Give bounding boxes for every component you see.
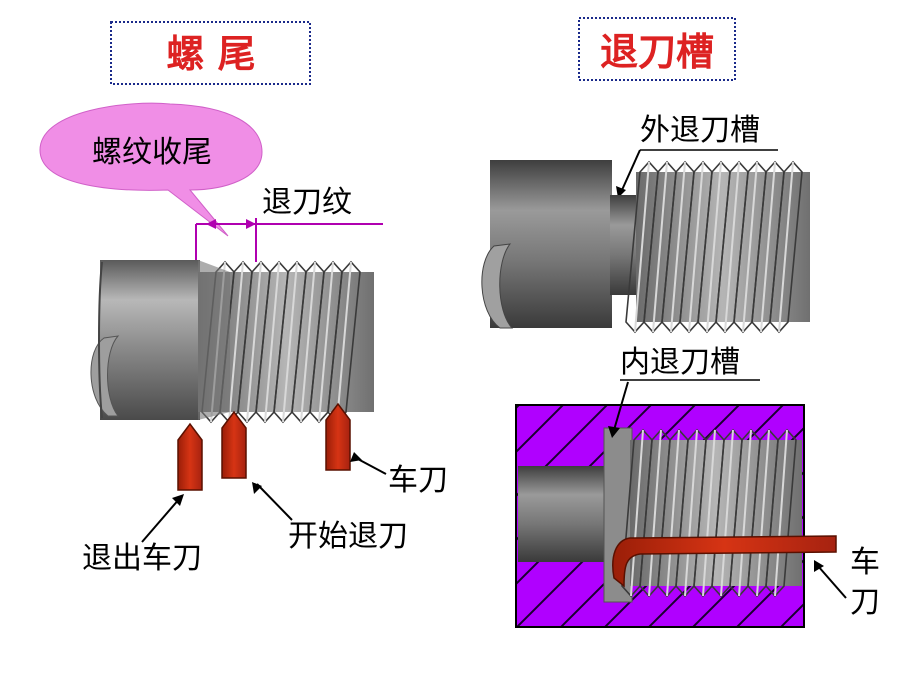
title-box-right: 退刀槽	[578, 17, 736, 81]
left-thread-crest-highlight	[300, 261, 316, 423]
outer-thread-crest-highlight	[688, 161, 704, 333]
outer-thread-crest-highlight	[652, 161, 668, 333]
outer-thread-crest-highlight	[670, 161, 686, 333]
left-thread-crest-highlight	[264, 261, 280, 423]
outer-thread-crest-highlight	[760, 161, 776, 333]
tool-exit	[177, 422, 203, 491]
tool-label-right-1: 车	[850, 545, 880, 580]
right-top-shaft	[481, 160, 810, 334]
inner-thread-crest-highlight	[684, 429, 698, 597]
inner-thread-crest-highlight	[648, 429, 662, 597]
inner-thread-crest-highlight	[702, 429, 716, 597]
inner-section	[515, 404, 805, 628]
left-thread	[198, 260, 374, 424]
outer-thread-crest-highlight	[724, 161, 740, 333]
runout-thread-label: 退刀纹	[262, 185, 352, 220]
inner-thread-crest-highlight	[738, 429, 752, 597]
leaders-left	[141, 452, 387, 543]
outer-groove-label: 外退刀槽	[640, 113, 760, 148]
start-retract-label: 开始退刀	[288, 519, 408, 554]
outer-thread-crests	[625, 160, 803, 334]
tool-cutting	[325, 402, 351, 471]
tool-label-right-2: 刀	[850, 585, 880, 620]
inner-thread-crests	[621, 428, 797, 598]
callout-bubble: 螺纹收尾	[39, 102, 263, 237]
exit-tool-label: 退出车刀	[82, 541, 202, 576]
outer-thread-crest-highlight	[742, 161, 758, 333]
inner-thread-crest-highlight	[720, 429, 734, 597]
outer-thread-crest-highlight	[706, 161, 722, 333]
left-thread-crest-highlight	[336, 261, 352, 423]
left-thread-crest-highlight	[246, 261, 262, 423]
title-left: 螺 尾	[166, 32, 255, 76]
inner-thread-crest-highlight	[774, 429, 788, 597]
inner-thread-crest-highlight	[630, 429, 644, 597]
outer-thread-crest-highlight	[778, 161, 794, 333]
tool-label-left: 车刀	[388, 463, 448, 498]
left-thread-crest-highlight	[318, 261, 334, 423]
outer-thread-crest-highlight	[634, 161, 650, 333]
left-shaft	[90, 260, 200, 420]
title-box-left: 螺 尾	[110, 21, 311, 85]
boring-tool	[612, 535, 837, 588]
inner-groove-label: 内退刀槽	[620, 345, 740, 380]
left-thread-crest-highlight	[228, 261, 244, 423]
title-right: 退刀槽	[600, 30, 714, 74]
callout-text: 螺纹收尾	[92, 135, 212, 170]
left-thread-crest-highlight	[282, 261, 298, 423]
boring-tool-leader	[814, 560, 847, 599]
inner-groove-leader	[608, 381, 629, 438]
inner-thread-crest-highlight	[666, 429, 680, 597]
inner-thread-crest-highlight	[756, 429, 770, 597]
tool-start-retract	[221, 410, 247, 479]
